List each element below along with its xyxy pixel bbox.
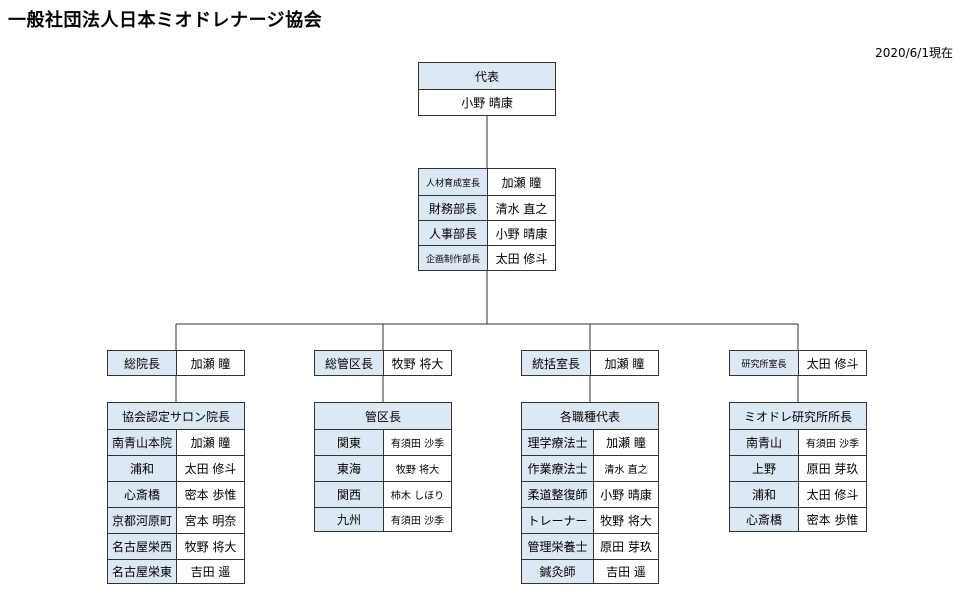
manager-role: 財務部長 <box>419 196 488 220</box>
division-head-role: 総院長 <box>108 351 177 375</box>
group-row: 名古屋栄西牧野 将大 <box>108 533 244 559</box>
group-row-key: 浦和 <box>730 482 799 507</box>
group-row: 柔道整復師小野 晴康 <box>522 481 658 507</box>
group-row-value: 宮本 明奈 <box>177 508 244 533</box>
group-title: 管区長 <box>315 403 451 429</box>
group-row-key: 関西 <box>315 482 384 507</box>
manager-role: 人材育成室長 <box>419 169 488 195</box>
group-row-value: 小野 晴康 <box>594 482 658 507</box>
group-row-value: 太田 修斗 <box>799 482 866 507</box>
representative-label: 代表 <box>419 63 555 89</box>
group-row: 京都河原町宮本 明奈 <box>108 507 244 533</box>
representative-name: 小野 晴康 <box>419 90 555 115</box>
group-row-value: 原田 芽玖 <box>594 534 658 559</box>
manager-row: 人材育成室長 加瀬 瞳 <box>419 169 555 195</box>
division-group-box-1: 協会認定サロン院長 南青山本院加瀬 瞳 浦和太田 修斗 心斎橋密本 歩惟 京都河… <box>107 402 245 584</box>
group-row: 南青山有須田 沙季 <box>730 429 866 455</box>
group-row-value: 牧野 将大 <box>177 534 244 559</box>
division-head-box-2: 総管区長 牧野 将大 <box>314 350 452 376</box>
group-row: 浦和太田 修斗 <box>730 481 866 507</box>
group-row: 心斎橋密本 歩惟 <box>730 507 866 531</box>
manager-name: 加瀬 瞳 <box>488 169 555 195</box>
group-row-key: 関東 <box>315 430 384 455</box>
group-row: 東海牧野 将大 <box>315 455 451 481</box>
group-row-value: 有須田 沙季 <box>384 508 451 531</box>
group-title: 各職種代表 <box>522 403 658 429</box>
group-row-key: 九州 <box>315 508 384 531</box>
managers-box: 人材育成室長 加瀬 瞳 財務部長 清水 直之 人事部長 小野 晴康 企画制作部長… <box>418 168 556 271</box>
manager-name: 太田 修斗 <box>488 246 555 270</box>
group-row-key: 南青山 <box>730 430 799 455</box>
group-row: 南青山本院加瀬 瞳 <box>108 429 244 455</box>
group-row-value: 密本 歩惟 <box>799 508 866 531</box>
group-row-key: 作業療法士 <box>522 456 594 481</box>
group-row: 作業療法士清水 直之 <box>522 455 658 481</box>
group-row-key: 浦和 <box>108 456 177 481</box>
group-row: 九州有須田 沙季 <box>315 507 451 531</box>
division-head-name: 加瀬 瞳 <box>177 351 244 375</box>
group-row-value: 牧野 将大 <box>384 456 451 481</box>
group-row-key: 上野 <box>730 456 799 481</box>
group-row-key: 管理栄養士 <box>522 534 594 559</box>
division-head-box-4: 研究所室長 太田 修斗 <box>729 350 867 376</box>
group-row-key: 南青山本院 <box>108 430 177 455</box>
division-head-box-3: 統括室長 加瀬 瞳 <box>521 350 659 376</box>
group-row: 浦和太田 修斗 <box>108 455 244 481</box>
group-row-value: 密本 歩惟 <box>177 482 244 507</box>
group-row: トレーナー牧野 将大 <box>522 507 658 533</box>
group-row-key: 理学療法士 <box>522 430 594 455</box>
manager-row: 企画制作部長 太田 修斗 <box>419 245 555 270</box>
group-row-value: 有須田 沙季 <box>384 430 451 455</box>
group-row-value: 吉田 遥 <box>594 560 658 583</box>
group-row-value: 牧野 将大 <box>594 508 658 533</box>
manager-row: 財務部長 清水 直之 <box>419 195 555 220</box>
group-row-value: 清水 直之 <box>594 456 658 481</box>
group-row-key: 心斎橋 <box>730 508 799 531</box>
group-row: 関西柿木 しほり <box>315 481 451 507</box>
division-head-box-1: 総院長 加瀬 瞳 <box>107 350 245 376</box>
group-row-value: 有須田 沙季 <box>799 430 866 455</box>
group-row-key: 東海 <box>315 456 384 481</box>
group-row-value: 加瀬 瞳 <box>177 430 244 455</box>
representative-box: 代表 小野 晴康 <box>418 62 556 116</box>
manager-name: 清水 直之 <box>488 196 555 220</box>
group-title: 協会認定サロン院長 <box>108 403 244 429</box>
as-of-date: 2020/6/1現在 <box>875 46 953 60</box>
manager-name: 小野 晴康 <box>488 221 555 245</box>
group-title: ミオドレ研究所所長 <box>730 403 866 429</box>
group-row-value: 原田 芽玖 <box>799 456 866 481</box>
division-head-name: 太田 修斗 <box>799 351 866 375</box>
manager-role: 人事部長 <box>419 221 488 245</box>
group-row-value: 吉田 遥 <box>177 560 244 583</box>
group-row-key: トレーナー <box>522 508 594 533</box>
group-row-key: 京都河原町 <box>108 508 177 533</box>
page-title: 一般社団法人日本ミオドレナージ協会 <box>8 10 323 31</box>
group-row: 上野原田 芽玖 <box>730 455 866 481</box>
division-head-role: 統括室長 <box>522 351 591 375</box>
group-row-value: 柿木 しほり <box>384 482 451 507</box>
manager-role: 企画制作部長 <box>419 246 488 270</box>
division-head-name: 加瀬 瞳 <box>591 351 658 375</box>
group-row: 管理栄養士原田 芽玖 <box>522 533 658 559</box>
division-group-box-4: ミオドレ研究所所長 南青山有須田 沙季 上野原田 芽玖 浦和太田 修斗 心斎橋密… <box>729 402 867 532</box>
group-row-key: 柔道整復師 <box>522 482 594 507</box>
group-row-key: 心斎橋 <box>108 482 177 507</box>
group-row: 鍼灸師吉田 遥 <box>522 559 658 583</box>
group-row-key: 名古屋栄西 <box>108 534 177 559</box>
group-row: 理学療法士加瀬 瞳 <box>522 429 658 455</box>
group-row: 名古屋栄東吉田 遥 <box>108 559 244 583</box>
manager-row: 人事部長 小野 晴康 <box>419 220 555 245</box>
group-row: 関東有須田 沙季 <box>315 429 451 455</box>
group-row-value: 加瀬 瞳 <box>594 430 658 455</box>
group-row-key: 名古屋栄東 <box>108 560 177 583</box>
group-row-key: 鍼灸師 <box>522 560 594 583</box>
division-head-role: 研究所室長 <box>730 351 799 375</box>
group-row-value: 太田 修斗 <box>177 456 244 481</box>
division-head-name: 牧野 将大 <box>384 351 451 375</box>
group-row: 心斎橋密本 歩惟 <box>108 481 244 507</box>
division-group-box-3: 各職種代表 理学療法士加瀬 瞳 作業療法士清水 直之 柔道整復師小野 晴康 トレ… <box>521 402 659 584</box>
division-head-role: 総管区長 <box>315 351 384 375</box>
division-group-box-2: 管区長 関東有須田 沙季 東海牧野 将大 関西柿木 しほり 九州有須田 沙季 <box>314 402 452 532</box>
